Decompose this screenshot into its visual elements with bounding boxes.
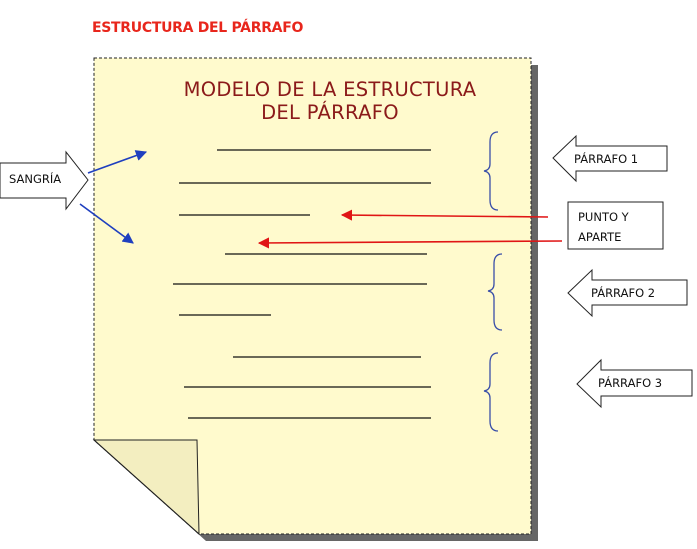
paragraph-2-lines (173, 253, 427, 316)
punto-aparte-label-line-1: PUNTO Y (578, 210, 629, 224)
paragraph-1-lines (179, 149, 431, 216)
punto-aparte-box (567, 201, 664, 250)
parrafo-2-arrow-box (567, 268, 688, 318)
document-page (93, 57, 532, 535)
parrafo-2-label: PÁRRAFO 2 (591, 286, 656, 300)
paragraph-3-lines (184, 356, 431, 419)
document-title-line-1: MODELO DE LA ESTRUCTURA (183, 78, 477, 101)
parrafo-1-label: PÁRRAFO 1 (574, 152, 639, 166)
punto-arrow-2 (257, 237, 563, 249)
brace-paragraph-1 (483, 131, 499, 211)
punto-aparte-label-line-2: APARTE (578, 230, 622, 244)
sangria-arrow-box (0, 150, 89, 211)
parrafo-1-arrow-box (552, 134, 668, 183)
brace-paragraph-2 (487, 253, 503, 331)
brace-paragraph-3 (483, 352, 499, 432)
document-title: MODELO DE LA ESTRUCTURA DEL PÁRRAFO (160, 78, 500, 124)
parrafo-3-arrow-box (576, 358, 693, 409)
document-title-line-2: DEL PÁRRAFO (261, 101, 399, 124)
punto-arrow-1 (340, 209, 549, 221)
sangria-arrow-1 (87, 150, 148, 174)
sangria-arrow-2 (79, 203, 134, 244)
sangria-label: SANGRÍA (9, 172, 62, 186)
parrafo-3-label: PÁRRAFO 3 (598, 376, 663, 390)
page-heading: ESTRUCTURA DEL PÁRRAFO (92, 20, 304, 36)
